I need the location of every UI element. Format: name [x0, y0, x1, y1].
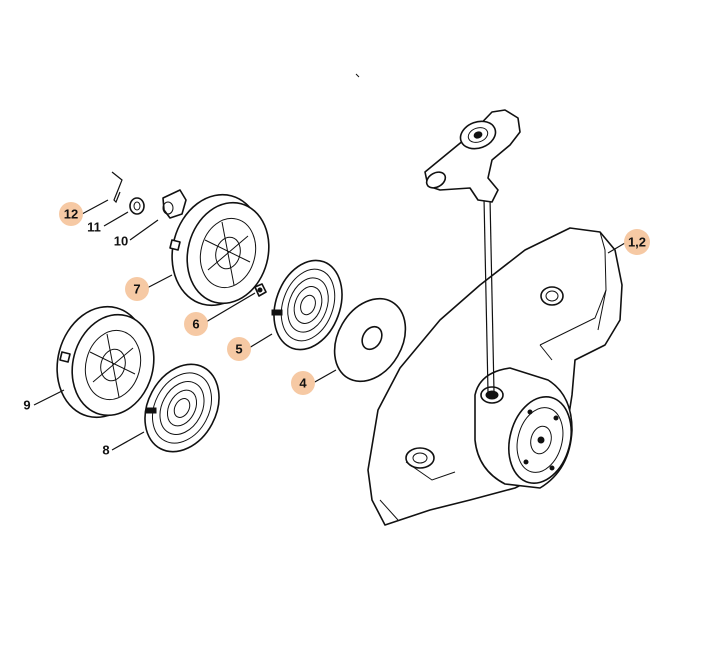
washer-part-4[interactable]	[320, 286, 419, 394]
svg-text:10: 10	[114, 234, 128, 249]
svg-text:4: 4	[299, 376, 307, 391]
callout-9: 9	[23, 398, 30, 413]
callout-8: 8	[102, 443, 109, 458]
rewind-spring-part-5[interactable]	[262, 251, 354, 359]
spring-clip-part-12[interactable]	[111, 171, 123, 204]
pawl-part-10[interactable]	[162, 189, 187, 219]
svg-text:11: 11	[87, 220, 101, 235]
svg-text:5: 5	[235, 342, 242, 357]
rewind-spring-part-8[interactable]	[130, 351, 233, 464]
callout-4: 4	[291, 371, 315, 395]
rope-rotor-part-7[interactable]	[160, 185, 280, 316]
starter-housing[interactable]	[367, 109, 623, 526]
svg-text:8: 8	[102, 443, 109, 458]
washer-part-11[interactable]	[129, 197, 145, 215]
callout-5: 5	[227, 337, 251, 361]
callout-1-2: 1,2	[624, 229, 650, 255]
svg-text:7: 7	[133, 282, 140, 297]
svg-text:6: 6	[192, 317, 199, 332]
callout-12: 12	[59, 202, 83, 226]
callout-7: 7	[125, 277, 149, 301]
svg-text:9: 9	[23, 398, 30, 413]
callout-11: 11	[87, 220, 101, 235]
svg-text:1,2: 1,2	[628, 235, 646, 250]
rope-rotor-part-9[interactable]	[45, 297, 165, 428]
leader-lines	[33, 199, 626, 451]
screw-part-6[interactable]	[254, 283, 267, 297]
callout-6: 6	[184, 312, 208, 336]
callout-10: 10	[114, 234, 128, 249]
svg-text:12: 12	[64, 207, 78, 222]
